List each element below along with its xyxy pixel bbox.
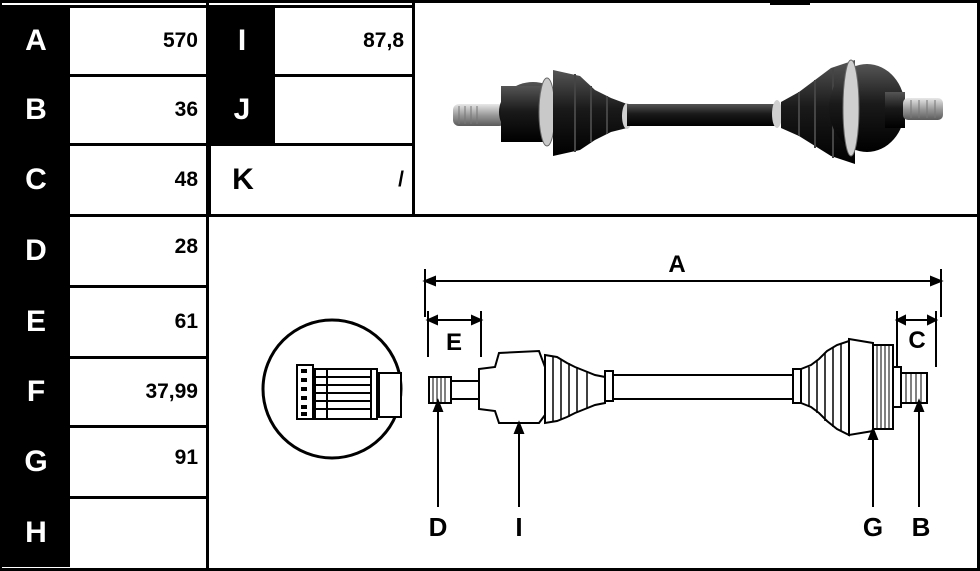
- value-i: 87,8: [363, 29, 404, 52]
- grid-line: [206, 0, 209, 571]
- grid-line: [0, 496, 206, 499]
- label-cell-e: E: [2, 288, 70, 356]
- value-cell-j: [275, 77, 412, 143]
- grid-line: [412, 0, 415, 216]
- top-tab: [770, 0, 810, 5]
- label-j: J: [233, 93, 251, 126]
- label-d: D: [25, 234, 47, 267]
- grid-line: [0, 74, 412, 77]
- value-cell-i: 87,8: [275, 8, 412, 74]
- value-f: 37,99: [145, 380, 198, 403]
- grid-line: [0, 143, 412, 146]
- grid-line: [977, 0, 980, 571]
- label-cell-g: G: [2, 428, 70, 496]
- value-cell-f: 37,99: [70, 359, 206, 425]
- value-cell-k: /: [275, 146, 412, 214]
- drive-shaft-drawing: A E C: [261, 251, 944, 542]
- dim-label-g: G: [863, 512, 883, 542]
- grid-line: [0, 356, 206, 359]
- label-b: B: [25, 93, 47, 126]
- label-e: E: [25, 305, 46, 338]
- label-f: F: [26, 375, 46, 408]
- label-i: I: [237, 24, 247, 57]
- value-cell-c: 48: [70, 146, 206, 214]
- value-c: 48: [174, 168, 198, 191]
- value-cell-g: 91: [70, 428, 206, 496]
- value-e: 61: [174, 310, 198, 333]
- value-d: 28: [174, 235, 198, 258]
- label-h: H: [25, 516, 47, 549]
- value-cell-b: 36: [70, 77, 206, 143]
- label-cell-k: K: [209, 146, 275, 214]
- grid-line: [0, 285, 206, 288]
- label-cell-c: C: [2, 146, 70, 214]
- dim-label-a: A: [668, 251, 685, 278]
- dim-label-e: E: [446, 329, 462, 356]
- dim-label-d: D: [429, 512, 448, 542]
- value-cell-h: [70, 499, 206, 567]
- value-g: 91: [174, 446, 198, 469]
- dim-label-b: B: [912, 512, 931, 542]
- label-cell-i: I: [209, 8, 275, 74]
- grid-line: [0, 5, 412, 8]
- dim-label-i: I: [515, 512, 522, 542]
- label-cell-j: J: [209, 77, 275, 143]
- value-b: 36: [174, 98, 198, 121]
- label-cell-a: A: [2, 8, 70, 74]
- grid-line: [0, 568, 980, 571]
- grid-line: [0, 425, 206, 428]
- label-a: A: [25, 24, 47, 57]
- spline-detail-icon: [261, 318, 403, 460]
- label-g: G: [24, 445, 48, 478]
- drive-shaft-photo: [453, 59, 943, 164]
- value-cell-e: 61: [70, 288, 206, 356]
- label-c: C: [25, 163, 47, 196]
- label-cell-b: B: [2, 77, 70, 143]
- value-cell-d: 28: [70, 217, 206, 285]
- label-k: K: [232, 163, 254, 196]
- dim-label-c: C: [908, 327, 925, 354]
- grid-line: [0, 214, 980, 217]
- value-k: /: [398, 168, 404, 191]
- label-cell-f: F: [2, 359, 70, 425]
- label-cell-d: D: [2, 217, 70, 285]
- label-cell-h: H: [2, 499, 70, 567]
- value-a: 570: [162, 29, 198, 52]
- value-cell-a: 570: [70, 8, 206, 74]
- grid-line: [0, 0, 980, 3]
